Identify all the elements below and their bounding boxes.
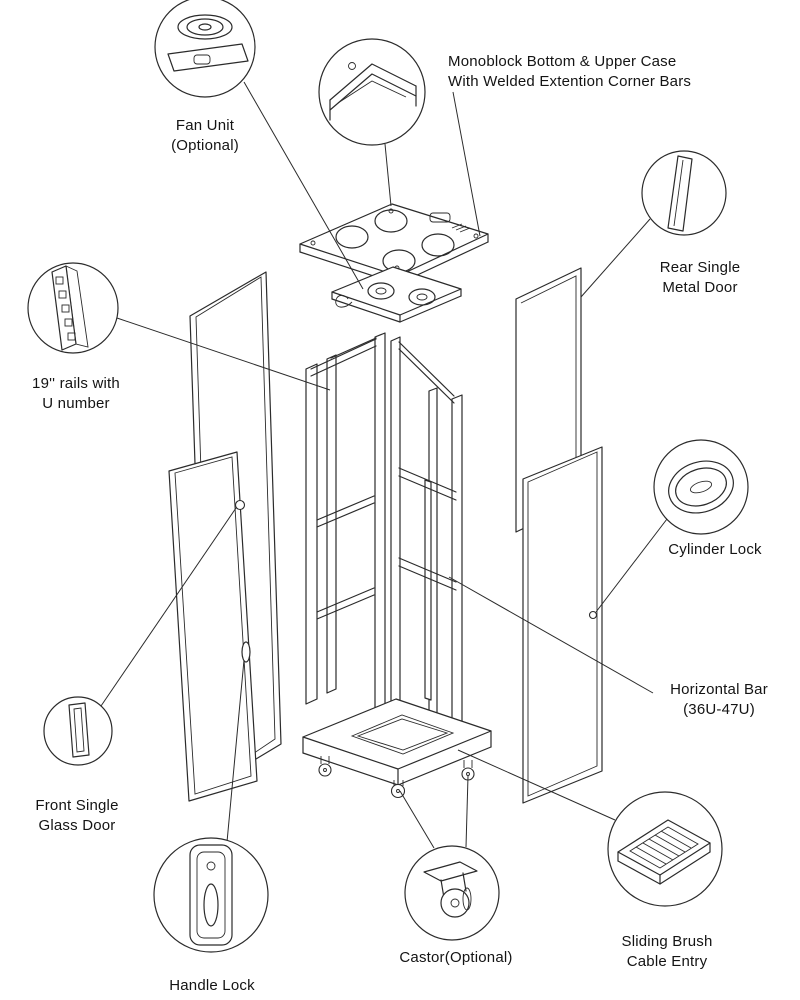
label-rear-door-line1: Rear Single [659, 259, 741, 276]
fan-tray [331, 266, 462, 323]
door-edge-detail-circle [43, 696, 113, 766]
label-horizontal-bar-line1: Horizontal Bar [670, 681, 768, 698]
fan-hole [421, 233, 455, 257]
label-rear-door: Rear Single Metal Door [640, 258, 760, 297]
label-rails-line1: 19'' rails with [32, 375, 120, 392]
label-fan-unit-line2: (Optional) [171, 136, 239, 154]
label-horizontal-bar: Horizontal Bar (36U-47U) [652, 680, 786, 719]
label-rear-door-line2: Metal Door [662, 278, 738, 296]
label-monoblock: Monoblock Bottom & Upper Case With Welde… [448, 52, 738, 91]
label-front-door-line1: Front Single [35, 797, 119, 814]
label-castor-line1: Castor(Optional) [399, 949, 513, 966]
castor-detail-circle [404, 845, 500, 941]
vertical-bar [424, 479, 432, 701]
label-monoblock-line1: Monoblock Bottom & Upper Case [448, 53, 677, 70]
label-rails: 19'' rails with U number [14, 374, 138, 413]
horizontal-bar [398, 467, 457, 591]
door-edge-drawing [68, 702, 90, 758]
power-cord [335, 294, 353, 308]
label-horizontal-bar-line2: (36U-47U) [683, 700, 755, 718]
handle-lock-drawing [189, 844, 233, 946]
leader-lines [100, 81, 668, 849]
rack-frame [305, 332, 463, 750]
label-cable-entry: Sliding Brush Cable Entry [602, 932, 732, 971]
label-front-door-line2: Glass Door [38, 816, 116, 834]
door-handle [241, 641, 251, 663]
label-monoblock-line2: With Welded Extention Corner Bars [448, 72, 692, 90]
fan-hole [374, 209, 408, 233]
label-cylinder-lock-line1: Cylinder Lock [668, 541, 762, 558]
cable-slot [429, 212, 451, 223]
cable-entry-detail-circle [607, 791, 723, 907]
handle-lock-detail-circle [153, 837, 269, 953]
label-cylinder-lock: Cylinder Lock [648, 540, 782, 560]
rear-door-detail-circle [641, 150, 727, 236]
label-fan-unit-line1: Fan Unit [175, 117, 235, 134]
label-fan-unit: Fan Unit (Optional) [140, 116, 270, 155]
castor-wheel [318, 756, 332, 777]
cable-entry-opening [350, 714, 455, 755]
label-cable-entry-line2: Cable Entry [626, 952, 708, 970]
fan-detail-drawing [167, 14, 249, 72]
label-castor: Castor(Optional) [386, 948, 526, 968]
castor-wheel [461, 760, 475, 781]
corner-detail-circle [318, 38, 426, 146]
label-front-door: Front Single Glass Door [16, 796, 138, 835]
fan-hole [335, 225, 369, 249]
door-hinge-pin [234, 499, 246, 511]
base-unit [302, 698, 492, 799]
cylinder-lock-drawing [668, 460, 734, 514]
rails-detail-drawing [51, 265, 89, 351]
rails-detail-circle [27, 262, 119, 354]
fan-detail-circle [154, 0, 256, 98]
front-door-panel [168, 451, 258, 802]
label-handle-lock-line1: Handle Lock [169, 977, 255, 994]
castor-wheel [390, 780, 406, 799]
cylinder-lock-detail-circle [653, 439, 749, 535]
label-handle-lock: Handle Lock [152, 976, 272, 996]
lock-keyhole [588, 610, 598, 620]
corner-detail-drawing [329, 62, 417, 121]
cable-entry-drawing [617, 819, 711, 885]
rear-door-detail-drawing [667, 155, 693, 232]
right-panel [522, 446, 603, 804]
label-rails-line2: U number [42, 394, 110, 412]
label-cable-entry-line1: Sliding Brush [621, 933, 713, 950]
castor-drawing [423, 861, 478, 918]
